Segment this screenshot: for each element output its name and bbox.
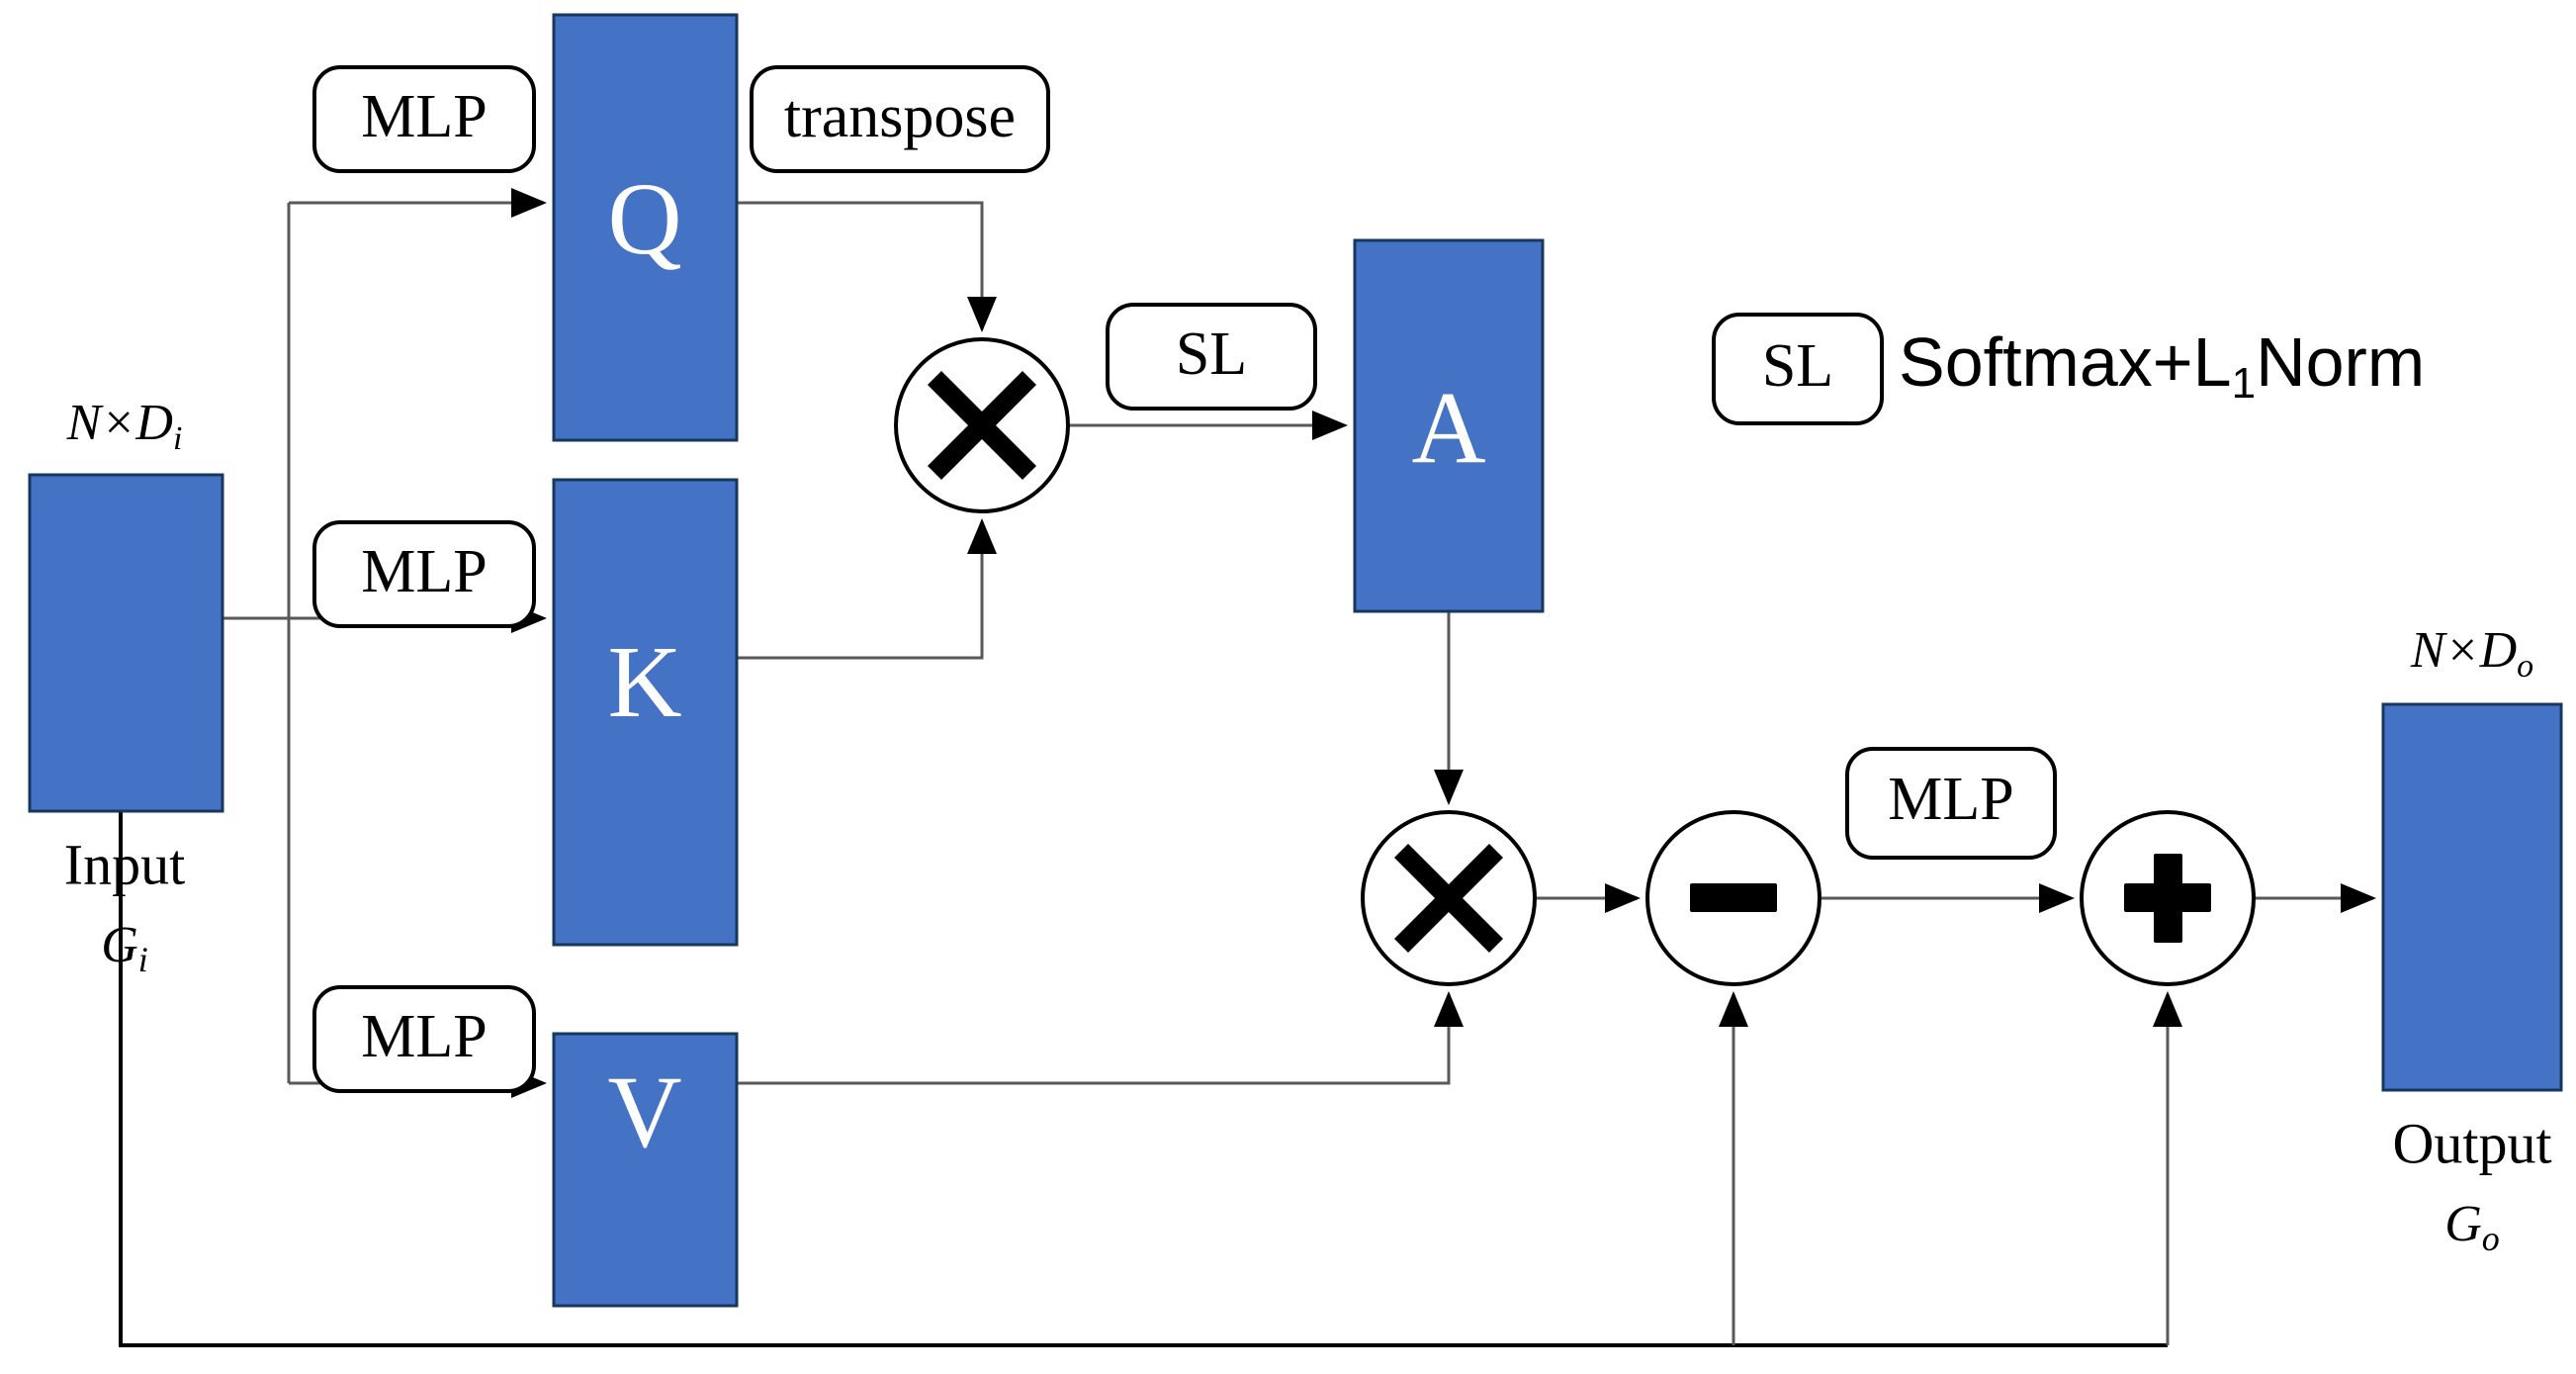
pill-mlp-k-label: MLP: [361, 538, 487, 605]
pill-sl-label: SL: [1176, 321, 1247, 388]
pill-transpose[interactable]: transpose: [750, 65, 1050, 173]
operator-multiply-qk[interactable]: [894, 337, 1070, 513]
matrix-q: Q: [552, 13, 739, 442]
pill-mlp-q-label: MLP: [361, 83, 487, 150]
operator-multiply-av[interactable]: [1361, 810, 1537, 986]
pill-mlp-out[interactable]: MLP: [1845, 747, 2057, 860]
wire-q-to-multiply: [737, 201, 997, 332]
pill-mlp-v-label: MLP: [361, 1003, 487, 1070]
output-caption-line2: Go: [2444, 1196, 2500, 1258]
pill-sl[interactable]: SL: [1106, 303, 1317, 411]
matrix-v: V: [552, 1032, 739, 1308]
matrix-a: A: [1353, 238, 1545, 613]
output-dim-label: N×Do: [2410, 622, 2533, 685]
matrix-k: K: [552, 478, 739, 947]
pill-mlp-v[interactable]: MLP: [312, 985, 536, 1093]
wire-v-to-multiply2: [737, 991, 1464, 1085]
matrix-v-label: V: [607, 1055, 681, 1169]
legend-sl-key-label: SL: [1762, 332, 1833, 400]
pill-mlp-q[interactable]: MLP: [312, 65, 536, 173]
wire-skip-connection: [119, 811, 2182, 1347]
wire-k-to-multiply: [737, 518, 997, 660]
legend-sl-key: SL: [1712, 313, 1884, 425]
pill-mlp-k[interactable]: MLP: [312, 520, 536, 628]
input-caption-line1: Input: [64, 832, 185, 896]
input-matrix: [28, 473, 224, 813]
output-matrix: [2381, 702, 2563, 1092]
operator-subtract[interactable]: [1645, 810, 1821, 986]
output-caption-line1: Output: [2392, 1111, 2551, 1175]
operator-add[interactable]: [2080, 810, 2256, 986]
pill-transpose-label: transpose: [784, 83, 1016, 150]
matrix-k-label: K: [607, 625, 681, 739]
input-dim-label: N×Di: [66, 395, 183, 457]
legend-description: Softmax+L1Norm: [1899, 323, 2425, 407]
matrix-q-label: Q: [607, 162, 681, 276]
input-caption-line2: Gi: [101, 917, 148, 979]
matrix-a-label: A: [1411, 371, 1485, 485]
pill-mlp-out-label: MLP: [1888, 766, 2013, 833]
wire-input-to-bus: [222, 203, 291, 1083]
